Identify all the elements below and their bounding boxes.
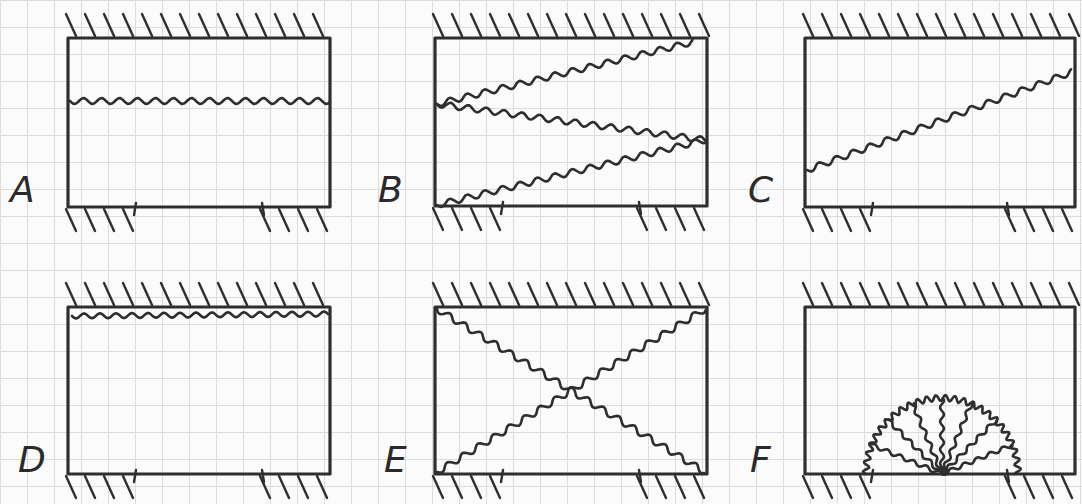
fixed-support-hatch	[433, 208, 500, 230]
fixed-support-hatch	[803, 209, 870, 231]
crack-line	[437, 309, 704, 473]
fixed-support-hatch	[66, 14, 323, 36]
crack-line	[942, 421, 996, 474]
fixed-support-hatch	[803, 283, 1079, 305]
fixed-support-hatch	[803, 14, 1079, 36]
fixed-support-hatch	[637, 208, 704, 230]
panel-letter: C	[748, 172, 773, 208]
crack-line	[437, 40, 693, 106]
fixed-support-hatch	[433, 283, 709, 305]
panel-letter: B	[378, 172, 403, 208]
crack-line	[437, 140, 706, 207]
crack-line	[914, 404, 943, 475]
fixed-support-hatch	[1005, 209, 1072, 231]
panel-letter: A	[10, 172, 35, 208]
crack-line	[940, 398, 944, 474]
crack-line	[872, 444, 942, 474]
support-tick	[134, 470, 264, 482]
fixed-support-hatch	[66, 209, 133, 231]
crack-line	[437, 103, 705, 141]
specimen-rect	[805, 38, 1075, 207]
fixed-support-hatch	[803, 476, 870, 498]
panel-letter: F	[750, 442, 771, 478]
fixed-support-hatch	[637, 476, 704, 498]
support-tick	[871, 203, 1009, 215]
fixed-support-hatch	[433, 476, 500, 498]
support-tick	[501, 470, 641, 482]
fixed-support-hatch	[260, 476, 327, 498]
crack-line	[72, 312, 328, 319]
crack-line	[437, 310, 706, 473]
specimen-rect	[435, 38, 707, 206]
fan-arc	[863, 395, 1021, 474]
support-tick	[134, 203, 264, 215]
fixed-support-hatch	[433, 14, 709, 36]
crack-line	[889, 420, 942, 474]
crack-line	[807, 69, 1071, 171]
specimen-rect	[435, 307, 707, 474]
specimen-rect	[805, 307, 1075, 474]
fixed-support-hatch	[66, 476, 133, 498]
crack-line	[70, 98, 330, 104]
fixed-support-hatch	[1005, 476, 1072, 498]
crack-line	[942, 446, 1013, 475]
crack-line	[942, 404, 972, 474]
panel-letter: E	[384, 442, 407, 478]
fixed-support-hatch	[260, 209, 327, 231]
panel-letter: D	[18, 442, 46, 478]
specimen-rect	[68, 307, 330, 474]
support-tick	[501, 202, 641, 214]
fixed-support-hatch	[66, 283, 323, 305]
specimen-rect	[68, 38, 330, 207]
